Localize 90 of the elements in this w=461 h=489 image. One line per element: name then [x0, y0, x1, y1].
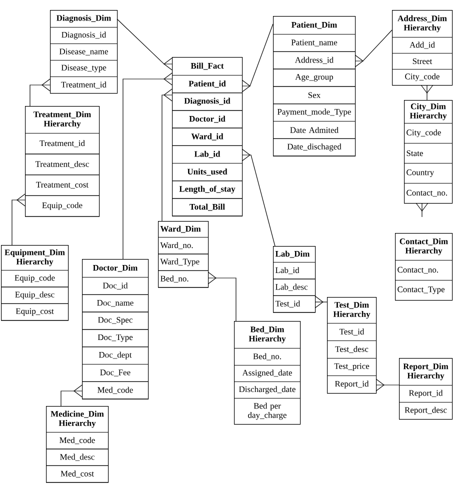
attribute-cell: Treatment_id — [25, 133, 100, 154]
attribute-cell: Doctor_id — [172, 110, 242, 128]
connector — [60, 384, 82, 406]
attribute-cell: Country — [404, 163, 452, 184]
attribute-cell: Contact_no. — [395, 260, 452, 280]
attribute-cell: Date_dischaged — [273, 138, 356, 156]
attribute-cell: Report_id — [399, 385, 452, 402]
connector — [416, 202, 428, 218]
attribute-cell: Doc_Fee — [82, 364, 148, 382]
attribute-cell: Equip_code — [25, 195, 100, 217]
attribute-cell: Bed_no. — [158, 270, 208, 288]
attribute-cell: Test_id — [273, 295, 316, 313]
attribute-cell: Equip_desc — [1, 286, 68, 304]
attribute-cell: Doc_Spec — [82, 312, 148, 330]
attribute-cell: Equip_code — [1, 270, 68, 288]
attribute-cell: Ward_no. — [158, 237, 208, 254]
table-header: Report_Dim Hierarchy — [399, 358, 452, 386]
attribute-cell: Report_id — [327, 376, 376, 394]
attribute-cell: Ward_Type — [158, 254, 208, 271]
attribute-cell: Date Admited — [273, 121, 356, 139]
table-header: Bed_Dim Hierarchy — [234, 321, 300, 348]
table-header: Address_Dim Hierarchy — [392, 10, 452, 38]
attribute-cell: Med_code — [46, 432, 108, 450]
attribute-cell: Assigned_date — [234, 365, 300, 382]
attribute-cell: Contact_no. — [404, 183, 452, 204]
attribute-cell: Payment_mode_Type — [273, 104, 356, 122]
attribute-cell: Lab_id — [172, 145, 242, 164]
connector — [376, 378, 400, 392]
connector — [420, 84, 434, 100]
attribute-cell: State — [404, 143, 452, 164]
attribute-cell: Treatment_cost — [25, 174, 100, 196]
attribute-cell: Disease_type — [50, 60, 118, 77]
table-header: Treatment_Dim Hierarchy — [25, 106, 100, 134]
connector — [208, 272, 236, 322]
connector — [242, 148, 276, 246]
attribute-cell: Lab_id — [273, 262, 316, 280]
attribute-cell: Patient_id — [172, 75, 242, 94]
attribute-cell: Treatment_desc — [25, 154, 100, 176]
attribute-cell: Disease_name — [50, 44, 118, 60]
attribute-cell: Treatment_id — [50, 76, 118, 94]
attribute-cell: Test_id — [327, 323, 376, 341]
table-header: Bill_Fact — [172, 57, 242, 76]
connector — [30, 78, 50, 106]
connector — [12, 194, 26, 246]
connector — [314, 296, 328, 308]
attribute-cell: Patient_name — [273, 34, 356, 52]
attribute-cell: Street — [392, 53, 452, 70]
attribute-cell: Length_of_stay — [172, 180, 242, 199]
connector — [242, 24, 274, 92]
table-header: Equipment_Dim Hierarchy — [1, 245, 68, 270]
attribute-cell: Lab_desc — [273, 278, 316, 296]
attribute-cell: Sex — [273, 86, 356, 104]
attribute-cell: Add_id — [392, 37, 452, 54]
attribute-cell: Doc_dept — [82, 346, 148, 364]
attribute-cell: Diagnosis_id — [50, 27, 118, 44]
table-header: Diagnosis_Dim — [50, 10, 118, 28]
connector — [354, 30, 392, 68]
table-header: Patient_Dim — [273, 16, 356, 34]
table-header: Medicine_Dim Hierarchy — [46, 406, 108, 432]
attribute-cell: Test_desc — [327, 340, 376, 358]
attribute-cell: Contact_Type — [395, 280, 452, 300]
attribute-cell: Med_desc — [46, 448, 108, 466]
table-header: Test_Dim Hierarchy — [327, 297, 376, 324]
attribute-cell: Med_cost — [46, 465, 108, 483]
attribute-cell: Doc_Type — [82, 329, 148, 348]
attribute-cell: Report_desc — [399, 402, 452, 420]
attribute-cell: Equip_cost — [1, 303, 68, 321]
connector — [116, 18, 172, 70]
attribute-cell: Address_id — [273, 51, 356, 70]
attribute-cell: Test_price — [327, 358, 376, 376]
attribute-cell: Doc_id — [82, 277, 148, 295]
table-header: Ward_Dim — [158, 221, 208, 238]
attribute-cell: City_code — [392, 69, 452, 86]
table-header: Doctor_Dim — [82, 259, 148, 278]
attribute-cell: City_code — [404, 123, 452, 144]
attribute-cell: Bed per day_charge — [234, 398, 300, 424]
attribute-cell: Age_group — [273, 68, 356, 87]
attribute-cell: Doc_name — [82, 294, 148, 312]
attribute-cell: Discharged_date — [234, 382, 300, 398]
table-header: Lab_Dim — [273, 246, 316, 262]
attribute-cell: Diagnosis_id — [172, 92, 242, 111]
attribute-cell: Units_used — [172, 163, 242, 182]
table-header: Contact_Dim Hierarchy — [395, 233, 452, 260]
attribute-cell: Med_code — [82, 381, 148, 400]
connector — [122, 72, 172, 260]
table-header: City_Dim Hierarchy — [404, 100, 452, 124]
attribute-cell: Bed_no. — [234, 348, 300, 366]
attribute-cell: Ward_id — [172, 128, 242, 146]
connector — [162, 88, 172, 222]
attribute-cell: Total_Bill — [172, 198, 242, 216]
